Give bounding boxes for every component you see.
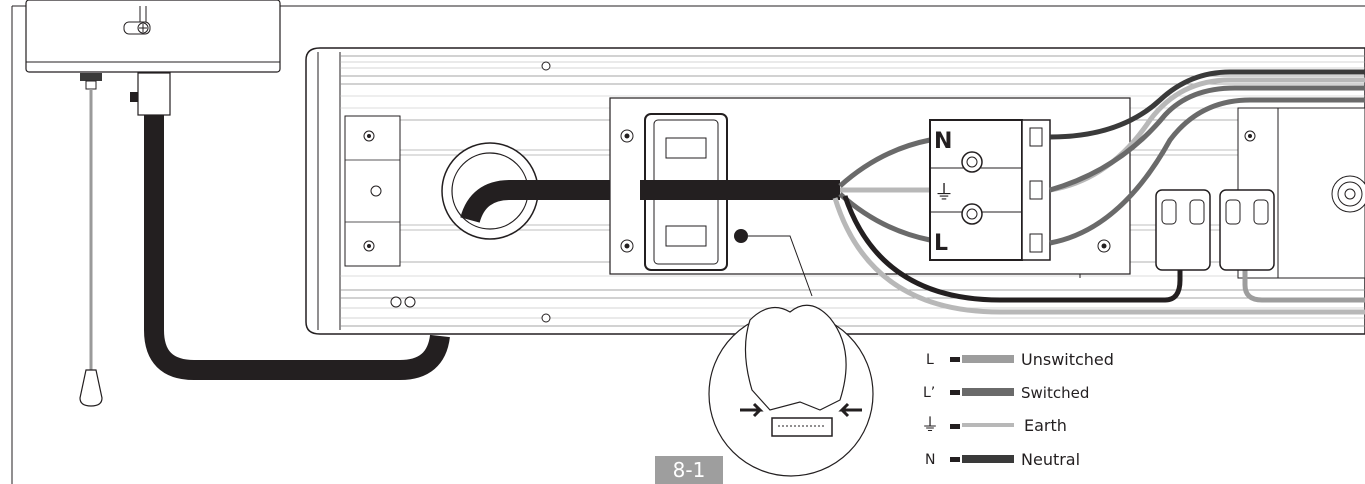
cable-under-clamp xyxy=(640,180,840,200)
legend-label-unswitched: Unswitched xyxy=(1021,350,1114,369)
legend-swatch-neutral xyxy=(962,455,1014,463)
clamp-callout xyxy=(708,229,874,477)
legend-swatch-earth xyxy=(962,423,1014,427)
legend-tick-l xyxy=(950,357,960,362)
cable-gland xyxy=(130,72,171,116)
legend-symbol-l: L xyxy=(926,352,934,368)
pull-cord xyxy=(79,73,103,407)
wago-connectors xyxy=(1155,189,1275,271)
terminal-mark-l: L xyxy=(934,231,948,256)
legend-label-neutral: Neutral xyxy=(1021,450,1081,469)
legend-symbol-earth: ⏚ xyxy=(921,415,939,436)
figure-label: 8-1 xyxy=(655,456,723,484)
legend-symbol-n: N xyxy=(925,452,936,468)
legend-tick-n xyxy=(950,457,960,462)
legend-tick-l-prime xyxy=(950,390,960,395)
terminal-mark-n: N xyxy=(934,129,952,154)
terminal-block: N ⏚ L xyxy=(929,119,1051,261)
legend-symbol-l-prime: L’ xyxy=(923,385,936,401)
legend-swatch-switched xyxy=(962,388,1014,396)
legend-tick-earth xyxy=(950,424,960,429)
ceiling-box xyxy=(25,0,281,73)
terminal-mark-earth: ⏚ xyxy=(934,180,954,204)
legend-label-switched: Switched xyxy=(1021,384,1090,402)
mains-cable xyxy=(144,115,840,380)
outgoing-wires xyxy=(1049,69,1365,303)
inner-wires xyxy=(832,137,1365,315)
legend-swatch-unswitched xyxy=(962,355,1014,363)
legend-label-earth: Earth xyxy=(1024,416,1067,435)
